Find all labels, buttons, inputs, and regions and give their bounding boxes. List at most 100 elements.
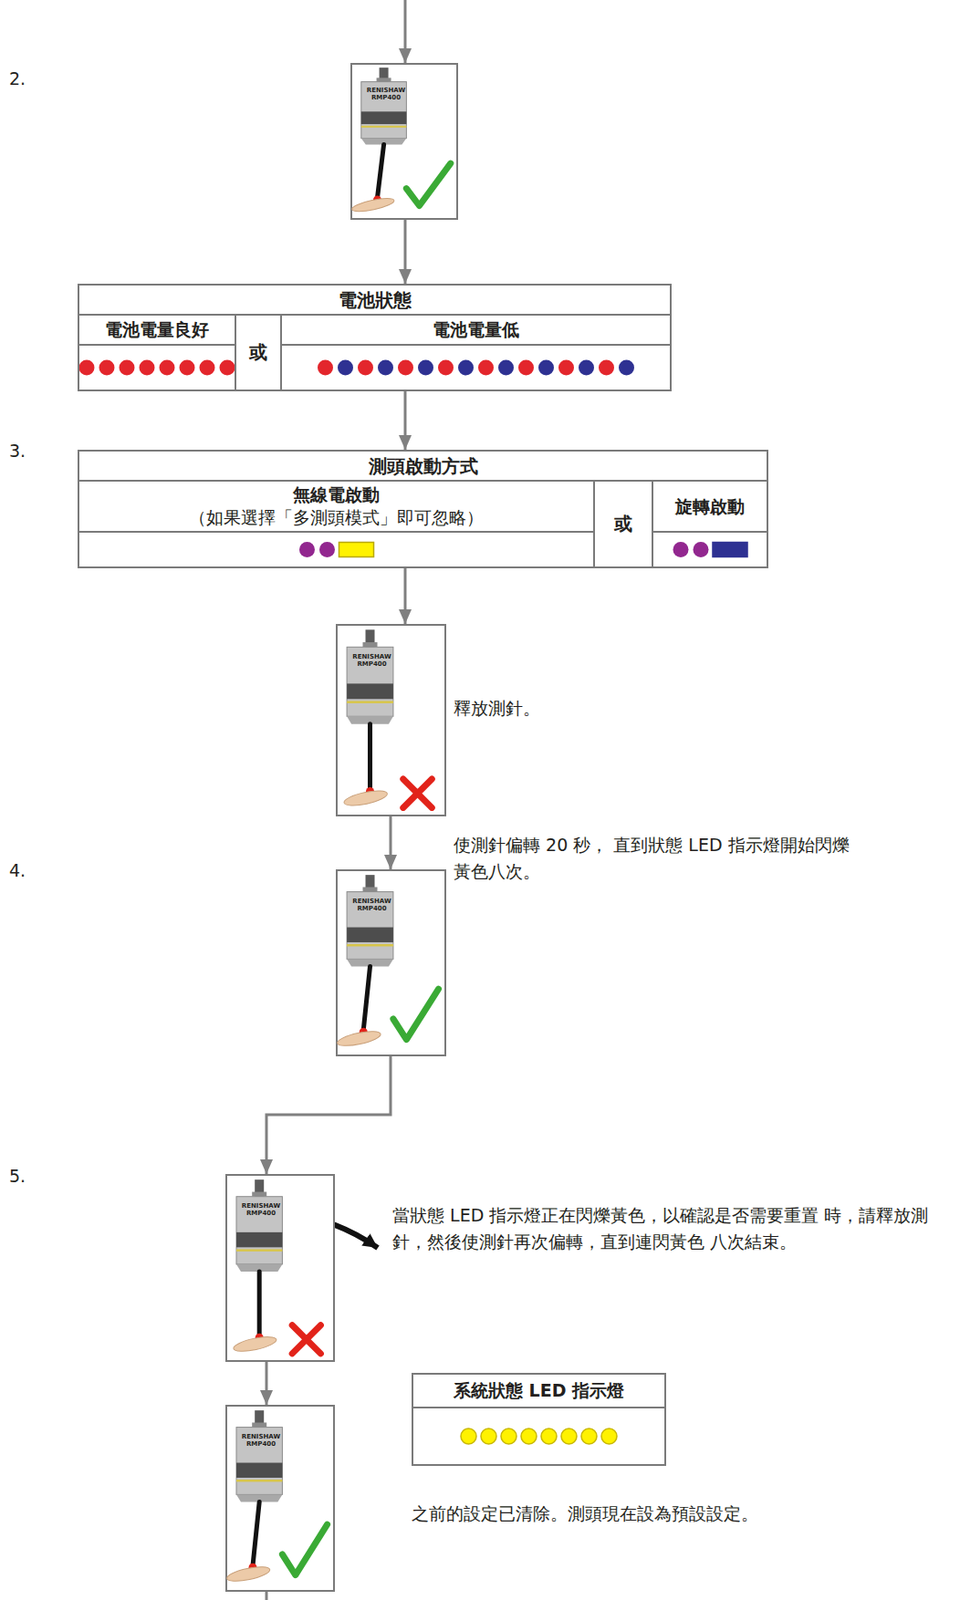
led-dot — [498, 360, 514, 376]
led-dot — [397, 360, 414, 376]
label-holder: 4. — [9, 857, 26, 885]
probe-illustration — [225, 1410, 327, 1585]
probe-brand-text: RMP400 — [348, 660, 396, 668]
led-dot — [458, 360, 474, 376]
led-dot — [581, 1429, 597, 1445]
led-dot — [299, 542, 315, 558]
led-dot — [618, 360, 635, 376]
cell-heading: （如果選擇「多測頭模式」即可忽略） — [188, 506, 484, 530]
cell-or-text: 或 — [614, 510, 633, 539]
step-number: 5. — [9, 1163, 26, 1190]
label-holder: 釋放測針。 — [453, 695, 541, 722]
led-dot — [357, 360, 374, 376]
flow-arrow — [265, 1362, 269, 1406]
table-heading: 測頭啟動方式 — [368, 454, 479, 479]
led-dot — [219, 360, 236, 376]
table-header: 電池狀態 — [79, 285, 670, 316]
led-dot — [179, 360, 196, 376]
probe-brand-text: RENISHAW — [238, 1202, 284, 1211]
label-holder: 或 — [249, 338, 268, 367]
cell-heading-area: 旋轉啟動 — [653, 481, 767, 533]
led-dot — [561, 1429, 577, 1445]
probe-brand-text: RENISHAW — [348, 653, 396, 661]
led-dot — [438, 360, 454, 376]
probe-illustration — [335, 875, 439, 1049]
step-number: 2. — [9, 65, 26, 93]
probe-drawing — [225, 1174, 335, 1363]
led-dot — [377, 360, 394, 376]
table-heading: 電池狀態 — [338, 288, 412, 313]
label-holder: 使測針偏轉 20 秒， 直到狀態 LED 指示燈開始閃爍黃色八次。 — [453, 832, 865, 887]
probe-brand-text: RMP400 — [348, 905, 396, 913]
label-holder: 3. — [9, 438, 26, 465]
cell-heading: 電池電量良好 — [104, 318, 209, 342]
table-cell: 電池電量良好 — [79, 315, 237, 390]
led-sequence — [79, 532, 594, 567]
probe-brand-text: RENISHAW — [363, 86, 409, 94]
cell-heading-area: 電池電量良好 — [79, 315, 235, 346]
led-dot — [598, 360, 615, 376]
table-header: 測頭啟動方式 — [79, 451, 767, 482]
cell-heading: 無線電啟動 — [292, 483, 380, 507]
probe-brand-text: RMP400 — [238, 1440, 284, 1449]
entry-arrow — [404, 0, 407, 63]
flow-arrow — [389, 816, 393, 870]
led-dot — [119, 360, 136, 376]
probe-brand-text: RMP400 — [363, 93, 409, 102]
probe-illustration — [351, 67, 451, 214]
probe-brand-text: RMP400 — [238, 1210, 284, 1218]
label-holder: 當狀態 LED 指示燈正在閃爍黃色，以確認是否需要重置 時，請釋放測針，然後使測… — [392, 1202, 940, 1257]
cell-heading-area: 無線電啟動（如果選擇「多測頭模式」即可忽略） — [79, 481, 594, 533]
led-dot — [693, 542, 710, 558]
instruction-text: 當狀態 LED 指示燈正在閃爍黃色，以確認是否需要重置 時，請釋放測針，然後使測… — [392, 1202, 940, 1257]
cell-or-text: 或 — [249, 338, 268, 367]
led-dot — [199, 360, 216, 376]
flow-arrow — [404, 219, 407, 284]
led-dot — [538, 360, 554, 376]
led-dot — [79, 360, 95, 376]
led-sequence — [653, 532, 767, 567]
table-cell: 電池電量低 — [280, 315, 670, 390]
probe-illustration — [232, 1179, 322, 1355]
led-sequence — [413, 1408, 665, 1465]
led-dot — [317, 360, 334, 376]
cell-heading: 電池電量低 — [432, 318, 520, 342]
led-sequence — [281, 345, 670, 390]
led-sequence — [79, 345, 235, 390]
box-heading: 系統狀態 LED 指示燈 — [453, 1379, 625, 1403]
led-dot — [99, 360, 115, 376]
probe-image-box: RENISHAWRMP400 — [225, 1174, 335, 1363]
led-dot — [521, 1429, 537, 1445]
label-holder: 5. — [9, 1163, 26, 1190]
step-number: 4. — [9, 857, 26, 885]
led-dot — [460, 1429, 477, 1445]
led-dot — [337, 360, 354, 376]
status-table: 電池狀態電池電量良好 電池電量低 — [77, 283, 672, 392]
step-number: 釋放測針。 — [453, 695, 541, 722]
table-cell: 無線電啟動（如果選擇「多測頭模式」即可忽略） — [79, 481, 595, 567]
led-dot — [601, 1429, 617, 1445]
cell-heading-area: 系統狀態 LED 指示燈 — [413, 1375, 665, 1409]
led-bar — [339, 542, 375, 558]
label-holder: 2. — [9, 65, 26, 93]
probe-image-box: RENISHAWRMP400 — [225, 1405, 335, 1593]
flow-arrow — [266, 1056, 391, 1175]
probe-image-box: RENISHAWRMP400 — [335, 869, 447, 1057]
led-dot — [518, 360, 534, 376]
cell-heading-area: 電池電量低 — [281, 315, 670, 346]
led-dot — [558, 360, 574, 376]
led-dot — [541, 1429, 557, 1445]
probe-drawing — [225, 1405, 335, 1593]
flow-arrow — [404, 391, 407, 450]
led-dot — [578, 360, 595, 376]
cell-heading: 旋轉啟動 — [675, 495, 745, 519]
probe-image-box: RENISHAWRMP400 — [335, 624, 447, 817]
flow-arrow — [404, 568, 407, 625]
probe-brand-text: RENISHAW — [238, 1433, 284, 1441]
probe-image-box: RENISHAWRMP400 — [350, 62, 459, 220]
led-dot — [480, 1429, 497, 1445]
instruction-text: 之前的設定已清除。測頭現在設為預設設定。 — [411, 1501, 923, 1528]
led-dot — [159, 360, 176, 376]
